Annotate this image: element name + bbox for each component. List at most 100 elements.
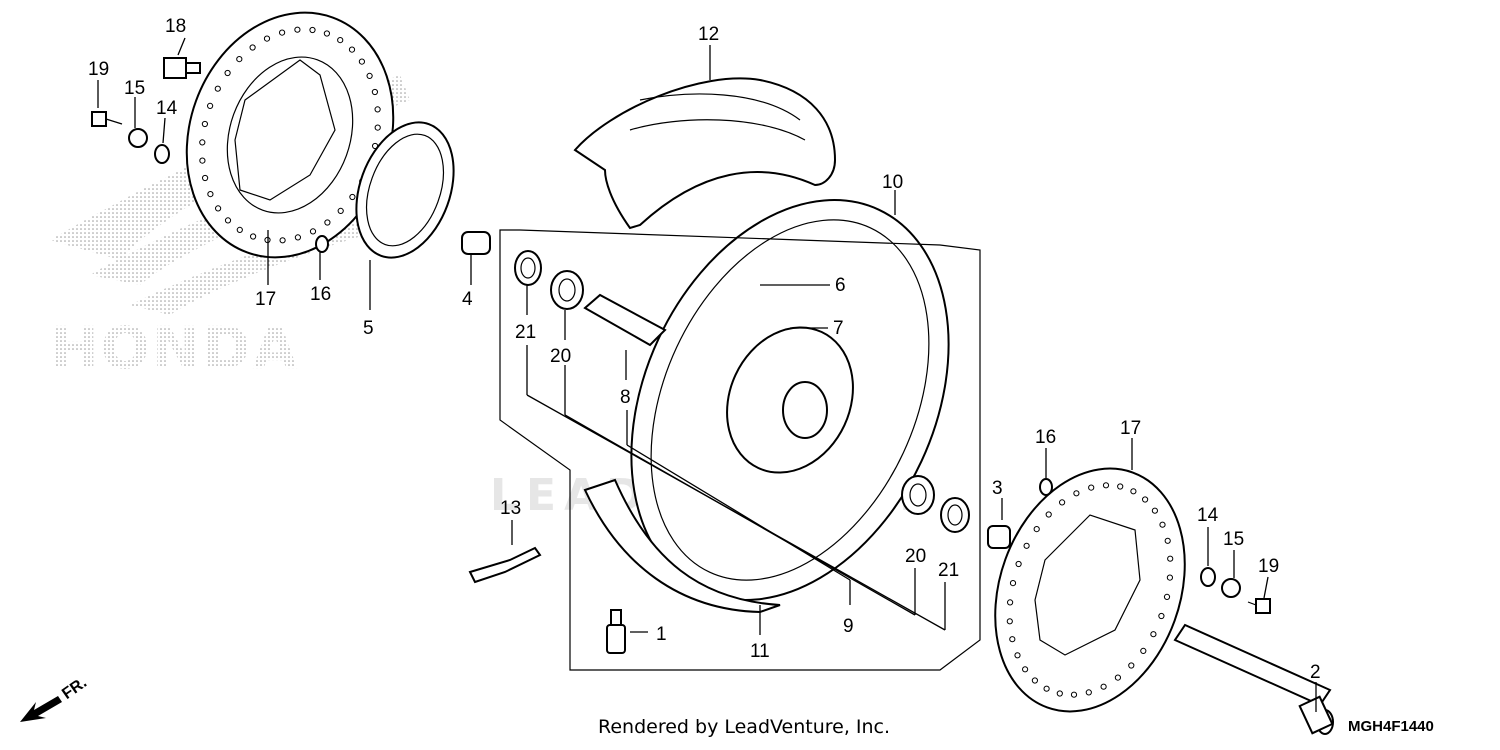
- axle-2: [1173, 623, 1334, 735]
- callout-19-left: 19: [88, 59, 109, 80]
- bolt-19-right: [1247, 598, 1271, 614]
- disc-vent-hole: [199, 157, 206, 164]
- disc-vent-hole: [1085, 689, 1092, 696]
- disc-vent-hole: [1031, 677, 1039, 684]
- disc-vent-hole: [323, 30, 330, 37]
- pulser-ring-5: [355, 121, 455, 259]
- honda-watermark-text: HONDA: [50, 314, 299, 382]
- disc-vent-hole: [1150, 631, 1157, 638]
- callout-20-right: 20: [905, 546, 926, 567]
- disc-vent-hole: [279, 237, 286, 244]
- callout-18: 18: [165, 16, 186, 37]
- callout-21-right: 21: [938, 560, 959, 581]
- disc-vent-hole: [366, 72, 373, 80]
- disc-vent-hole: [224, 217, 232, 224]
- disc-vent-hole: [1102, 482, 1110, 489]
- tire-12: [573, 77, 837, 230]
- disc-vent-hole: [1117, 483, 1124, 490]
- diagram-code: MGH4F1440: [1348, 718, 1434, 735]
- bolt-18: [163, 57, 201, 79]
- disc-vent-hole: [1023, 542, 1030, 549]
- callout-14-right: 14: [1197, 505, 1219, 526]
- disc-vent-hole: [279, 29, 286, 36]
- callout-2: 2: [1310, 662, 1321, 683]
- disc-vent-hole: [1167, 555, 1174, 562]
- disc-vent-hole: [337, 207, 344, 214]
- disc-vent-hole: [201, 120, 208, 128]
- callout-19-right: 19: [1258, 556, 1279, 577]
- disc-vent-hole: [236, 56, 243, 63]
- disc-vent-hole: [337, 37, 344, 44]
- disc-vent-hole: [1151, 507, 1159, 514]
- disc-vent-hole: [1158, 612, 1165, 620]
- callout-9: 9: [843, 616, 854, 637]
- disc-vent-hole: [1009, 636, 1016, 643]
- callout-10: 10: [882, 172, 903, 193]
- callout-labels: 1 2 3 4 5 6 7 8 9 10 11 12 13 14 14 15 1…: [88, 16, 1321, 683]
- disc-vent-hole: [214, 85, 221, 92]
- disc-vent-hole: [215, 205, 222, 212]
- disc-vent-hole: [250, 233, 257, 240]
- callout-6: 6: [835, 275, 846, 296]
- hub: [726, 326, 854, 474]
- bearing-seal-21-left: [514, 250, 542, 286]
- disc-vent-hole: [199, 139, 206, 146]
- brake-disc-right: [994, 467, 1186, 713]
- callout-7: 7: [833, 318, 844, 339]
- disc-vent-hole: [1043, 685, 1050, 692]
- disc-vent-hole: [1114, 674, 1122, 681]
- washer-14-left: [154, 144, 170, 164]
- disc-vent-hole: [374, 124, 381, 131]
- callout-8: 8: [620, 387, 631, 408]
- brake-disc-right-holes: [1006, 482, 1174, 698]
- disc-vent-hole: [1164, 537, 1171, 544]
- bearing-20-left: [550, 270, 584, 310]
- washer-14-right: [1200, 567, 1216, 587]
- nut-15-left: [128, 128, 148, 148]
- callout-21-left: 21: [515, 322, 536, 343]
- disc-vent-hole: [1088, 484, 1095, 491]
- washer-16-right: [1039, 478, 1053, 496]
- disc-vent-hole: [1070, 691, 1078, 698]
- disc-vent-hole: [349, 193, 356, 201]
- disc-vent-hole: [324, 219, 331, 226]
- washer-16-left: [315, 235, 329, 253]
- callout-15-left: 15: [124, 78, 145, 99]
- callout-17-right: 17: [1120, 418, 1141, 439]
- bearing-20-right: [901, 475, 935, 515]
- rim-band-11: [583, 478, 781, 614]
- disc-vent-hole: [309, 228, 317, 235]
- disc-vent-hole: [1073, 490, 1080, 497]
- disc-vent-hole: [1056, 690, 1063, 697]
- callout-4: 4: [462, 289, 473, 310]
- assembly-outline: [499, 229, 981, 671]
- bolt-19-left: [91, 111, 123, 127]
- disc-vent-hole: [1015, 560, 1022, 568]
- nut-15-right: [1221, 578, 1241, 598]
- front-direction-arrow: [20, 696, 62, 722]
- disc-vent-hole: [1140, 647, 1147, 655]
- disc-vent-hole: [1166, 574, 1174, 581]
- disc-vent-hole: [1159, 521, 1166, 528]
- disc-vent-hole: [202, 174, 209, 182]
- distance-collar-8: [583, 293, 667, 347]
- disc-vent-hole: [1059, 499, 1066, 506]
- disc-vent-hole: [348, 46, 356, 53]
- callout-16-right: 16: [1035, 427, 1056, 448]
- disc-vent-hole: [294, 26, 301, 33]
- leader-lines: [97, 37, 1317, 712]
- disc-vent-hole: [1100, 683, 1107, 690]
- disc-vent-hole: [371, 88, 378, 96]
- callout-3: 3: [992, 478, 1003, 499]
- disc-vent-hole: [1045, 511, 1052, 518]
- collar-3: [987, 525, 1011, 549]
- callout-15-right: 15: [1223, 529, 1244, 550]
- balance-weight-13: [468, 546, 542, 584]
- callout-5: 5: [363, 318, 374, 339]
- disc-vent-hole: [1033, 526, 1040, 533]
- callout-11: 11: [750, 641, 770, 662]
- callout-1: 1: [656, 624, 667, 645]
- valve-1: [606, 609, 626, 654]
- disc-vent-hole: [1014, 652, 1021, 659]
